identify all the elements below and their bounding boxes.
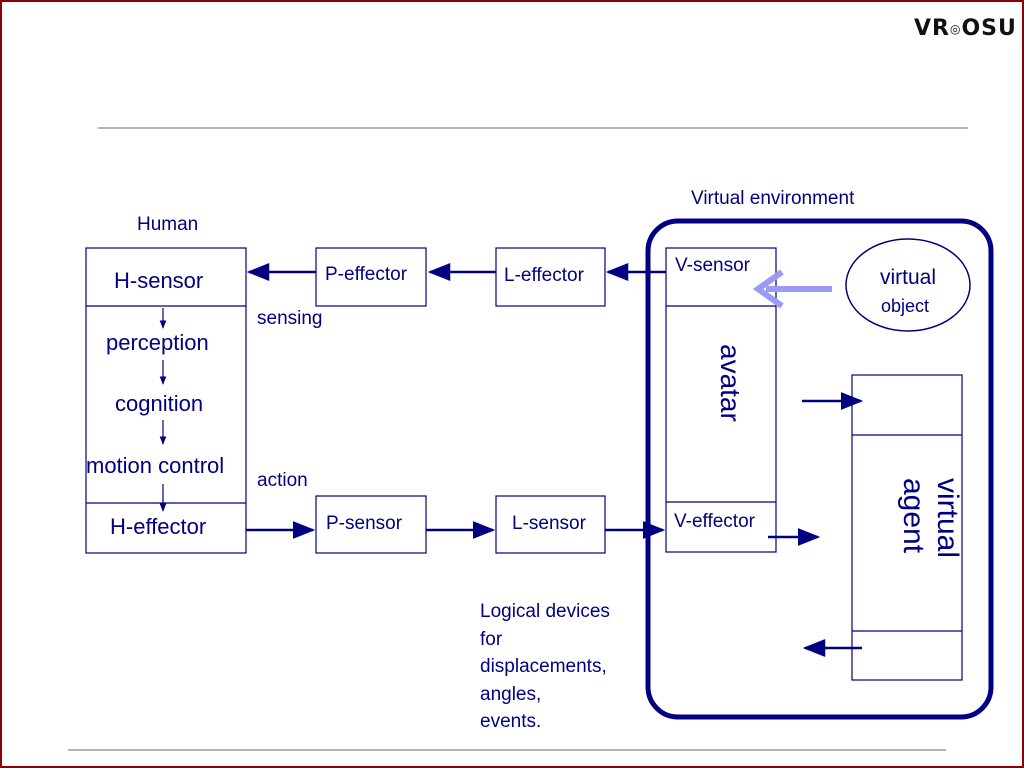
note-line: angles,: [480, 683, 542, 705]
v-effector-label: V-effector: [674, 511, 755, 532]
h-sensor-label: H-sensor: [114, 268, 204, 293]
virtual-environment-box: [645, 218, 994, 720]
avatar-label: avatar: [715, 344, 746, 422]
object-to-vsensor-arrow: [752, 269, 832, 309]
p-sensor-label: P-sensor: [326, 513, 403, 534]
h-effector-label: H-effector: [110, 514, 207, 539]
virtual-agent-label: virtual agent: [878, 478, 964, 568]
p-effector-label: P-effector: [325, 264, 408, 285]
human-box: [85, 247, 247, 554]
l-sensor-label: L-sensor: [512, 513, 586, 534]
perception-label: perception: [106, 330, 209, 355]
virtual-object-line1: virtual: [880, 266, 937, 289]
motion-control-label: motion control: [86, 453, 225, 478]
l-sensor-box: [495, 495, 606, 554]
l-effector-label: L-effector: [504, 265, 584, 286]
action-label: action: [257, 470, 308, 491]
note-line: events.: [480, 711, 542, 732]
vr-osu-logo: VR◎OSU: [914, 16, 1017, 41]
l-effector-box: [495, 247, 606, 307]
virtual-environment-label: Virtual environment: [691, 188, 855, 209]
cognition-label: cognition: [115, 391, 204, 416]
p-sensor-box: [315, 495, 427, 554]
virtual-object-ellipse: [845, 238, 971, 332]
note-line: for: [480, 628, 503, 650]
v-sensor-label: V-sensor: [675, 255, 750, 276]
virtual-agent-box: [851, 374, 963, 681]
virtual-agent-line2: agent: [897, 478, 930, 554]
note-line: displacements,: [480, 656, 607, 677]
human-label: Human: [137, 214, 199, 235]
p-effector-box: [315, 247, 427, 307]
virtual-object-line2: object: [881, 296, 930, 316]
logical-devices-note: Logical devices for displacements, angle…: [480, 598, 610, 736]
note-line: Logical devices: [480, 601, 610, 622]
virtual-agent-line1: virtual: [931, 478, 964, 559]
sensing-label: sensing: [257, 308, 323, 329]
avatar-box: [665, 247, 777, 553]
